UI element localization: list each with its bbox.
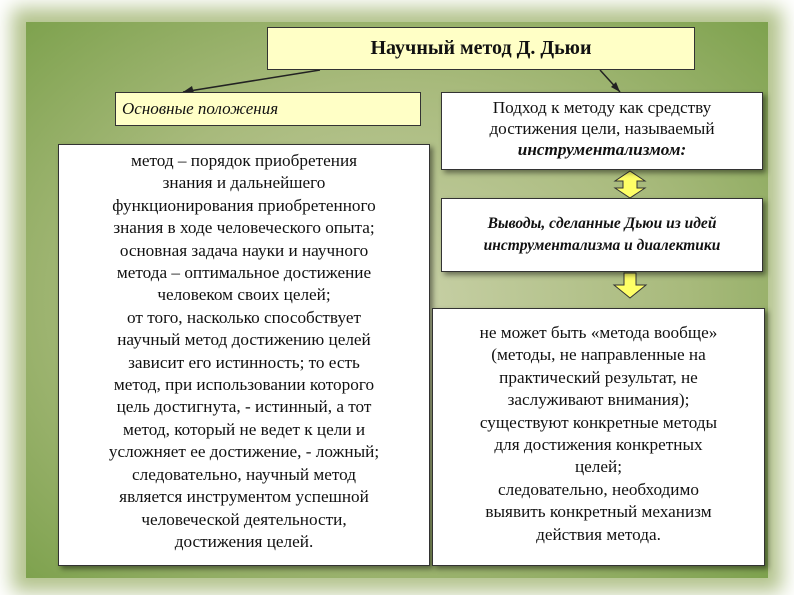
approach-box: Подход к методу как средству достижения … xyxy=(441,92,763,170)
conclusions-text: не может быть «метода вообще» (методы, н… xyxy=(432,308,765,566)
approach-line-1: Подход к методу как средству xyxy=(492,98,712,117)
main-provisions-text: метод – порядок приобретения знания и да… xyxy=(58,144,430,566)
double-arrow-icon xyxy=(613,170,647,199)
connector-line-left xyxy=(182,69,321,93)
approach-term: инструментализмом: xyxy=(517,140,687,159)
main-provisions-header: Основные положения xyxy=(115,92,421,126)
connector-arrowhead-right xyxy=(611,82,620,92)
down-arrow-icon xyxy=(612,272,648,299)
approach-line-2: достижения цели, называемый xyxy=(489,119,715,138)
connector-arrowhead-left xyxy=(183,86,194,93)
conclusions-header: Выводы, сделанные Дьюи из идей инструмен… xyxy=(441,198,763,272)
diagram-title: Научный метод Д. Дьюи xyxy=(267,27,695,70)
